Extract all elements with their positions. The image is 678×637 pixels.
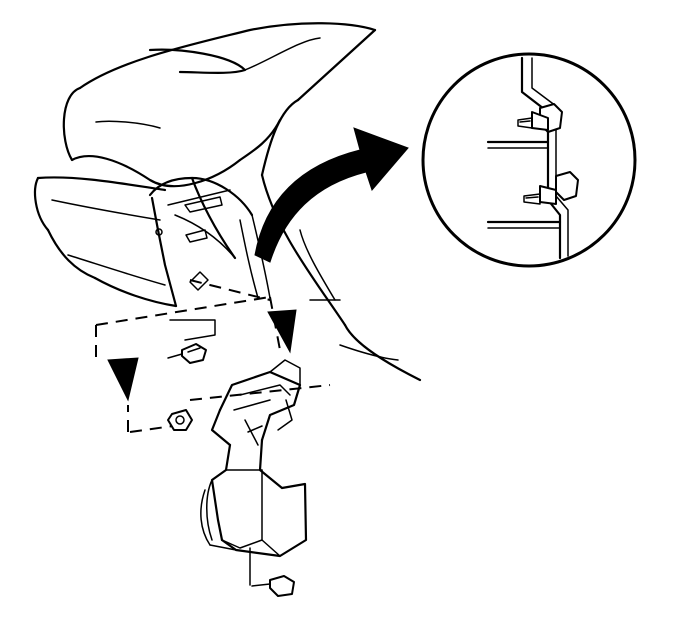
fastener-upper [167,343,207,364]
assembly-guides [95,279,331,433]
bumper-fascia [33,176,178,308]
arrow-icon [107,309,297,402]
fastener-lower [249,547,295,597]
fastener-middle [167,409,193,431]
vehicle-rear-quarter [62,22,422,382]
detail-pointer-arrow [254,127,409,263]
deflector-bracket [200,359,308,558]
detail-callout-circle [421,52,637,268]
